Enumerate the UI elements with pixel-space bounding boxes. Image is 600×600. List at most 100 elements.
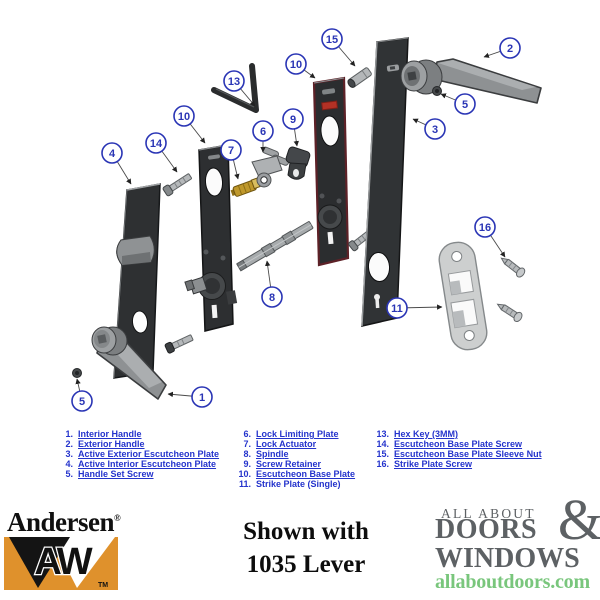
part-link[interactable]: Exterior Handle — [78, 439, 145, 449]
callout-16: 16 — [474, 216, 506, 258]
part-link[interactable]: Escutcheon Base Plate — [256, 469, 356, 479]
aw-monogram: AW — [34, 541, 92, 583]
part-number: 10. — [238, 469, 251, 479]
parts-list-item: 3. Active Exterior Escutcheon Plate — [58, 449, 219, 459]
svg-text:8: 8 — [269, 292, 275, 304]
svg-text:10: 10 — [290, 59, 302, 71]
part-number: 2. — [65, 439, 73, 449]
part-escutcheon-base-plate-screw-1 — [162, 173, 192, 197]
part-escutcheon-base-plate-interior — [184, 144, 238, 332]
parts-list-column-3: 13. Hex Key (3MM) 14. Escutcheon Base Plate… — [374, 429, 542, 469]
aad-doors: DOORS — [435, 514, 538, 545]
parts-list-item: 14. Escutcheon Base Plate Screw — [374, 439, 542, 449]
part-number: 4. — [65, 459, 73, 469]
svg-text:4: 4 — [109, 148, 116, 160]
parts-list-item: 2. Exterior Handle — [58, 439, 219, 449]
svg-text:11: 11 — [391, 303, 403, 315]
svg-text:1: 1 — [199, 392, 205, 404]
part-handle-set-screw-exterior — [432, 86, 442, 96]
callout-14: 14 — [145, 132, 178, 173]
part-link[interactable]: Screw Retainer — [256, 459, 322, 469]
svg-text:5: 5 — [462, 99, 468, 111]
part-link[interactable]: Spindle — [256, 449, 289, 459]
part-number: 7. — [243, 439, 251, 449]
part-link[interactable]: Escutcheon Base Plate Sleeve Nut — [394, 449, 542, 459]
aw-black-triangle — [9, 537, 70, 588]
parts-list-item: 7. Lock Actuator — [236, 439, 355, 449]
aad-windows: WINDOWS — [435, 543, 580, 574]
andersen-aw-logo: AW TM — [4, 537, 118, 590]
caption-line-1: Shown with — [243, 518, 369, 545]
part-number: 16. — [376, 459, 389, 469]
part-link[interactable]: Active Interior Escutcheon Plate — [78, 459, 217, 469]
part-strike-plate — [438, 241, 488, 351]
part-number: 14. — [376, 439, 389, 449]
parts-list-item: 13. Hex Key (3MM) — [374, 429, 542, 439]
part-number: 11. — [238, 479, 251, 489]
part-handle-set-screw-interior — [72, 368, 82, 378]
andersen-wordmark: Andersen® — [7, 509, 121, 536]
parts-list-item: 10. Escutcheon Base Plate — [236, 469, 355, 479]
part-link[interactable]: Handle Set Screw — [78, 469, 154, 479]
part-link[interactable]: Lock Actuator — [256, 439, 317, 449]
callout-10: 10 — [285, 53, 316, 79]
part-link[interactable]: Active Exterior Escutcheon Plate — [78, 449, 220, 459]
all-about-doors-logo: ALL ABOUT & DOORS WINDOWS allaboutdoors.… — [435, 491, 600, 598]
part-link[interactable]: Hex Key (3MM) — [394, 429, 459, 439]
parts-list-item: 15.Escutcheon Base Plate Sleeve Nut — [374, 449, 542, 459]
callout-9: 9 — [282, 108, 304, 147]
callout-2: 2 — [483, 37, 521, 59]
part-link[interactable]: Escutcheon Base Plate Screw — [394, 439, 523, 449]
part-number: 9. — [243, 459, 251, 469]
svg-text:5: 5 — [79, 396, 85, 408]
part-screw-retainer — [285, 146, 311, 180]
registered-mark: ® — [114, 513, 121, 523]
part-strike-plate-screw-2 — [496, 303, 523, 323]
part-exterior-handle — [400, 58, 542, 104]
callout-11: 11 — [386, 297, 443, 319]
part-number: 3. — [65, 449, 73, 459]
part-number: 1. — [65, 429, 73, 439]
parts-list-column-1: 1. Interior Handle 2. Exterior Handle 3. Acti… — [58, 429, 219, 479]
part-strike-plate-screw-1 — [500, 257, 526, 278]
part-link[interactable]: Interior Handle — [78, 429, 142, 439]
part-number: 8. — [243, 449, 251, 459]
part-spindle — [236, 221, 314, 272]
caption-line-2: 1035 Lever — [246, 551, 366, 579]
parts-list-item: 8. Spindle — [236, 449, 355, 459]
callout-1: 1 — [167, 386, 213, 408]
part-link[interactable]: Strike Plate Screw — [394, 459, 473, 469]
andersen-name: Andersen — [7, 507, 115, 537]
part-escutcheon-base-plate-exterior — [312, 76, 350, 267]
parts-list-item: 1. Interior Handle — [58, 429, 219, 439]
part-number: 5. — [65, 469, 73, 479]
part-hex-key — [211, 63, 259, 113]
svg-text:2: 2 — [507, 43, 513, 55]
part-interior-handle — [91, 326, 167, 400]
callout-6: 6 — [252, 120, 274, 153]
svg-text:7: 7 — [228, 145, 234, 157]
svg-text:16: 16 — [479, 222, 491, 234]
part-link: Strike Plate (Single) — [256, 479, 341, 489]
aad-all-about: ALL ABOUT — [441, 506, 536, 521]
parts-list-item: 9. Screw Retainer — [236, 459, 355, 469]
callout-13: 13 — [223, 70, 256, 107]
part-number: 13. — [376, 429, 389, 439]
part-number: 6. — [243, 429, 251, 439]
part-escutcheon-base-plate-sleeve-nut — [347, 67, 372, 88]
svg-text:13: 13 — [228, 76, 240, 88]
aad-url[interactable]: allaboutdoors.com — [435, 571, 590, 593]
parts-list-item: 6. Lock Limiting Plate — [236, 429, 355, 439]
tm-mark: TM — [98, 582, 108, 589]
svg-text:10: 10 — [178, 111, 190, 123]
svg-text:9: 9 — [290, 114, 296, 126]
parts-list-item: 5. Handle Set Screw — [58, 469, 219, 479]
part-lock-limiting-plate — [251, 146, 290, 188]
callout-5: 5 — [440, 93, 476, 115]
callout-3: 3 — [412, 118, 446, 140]
part-link[interactable]: Lock Limiting Plate — [256, 429, 339, 439]
callout-5: 5 — [71, 378, 93, 412]
callout-10: 10 — [173, 105, 206, 144]
